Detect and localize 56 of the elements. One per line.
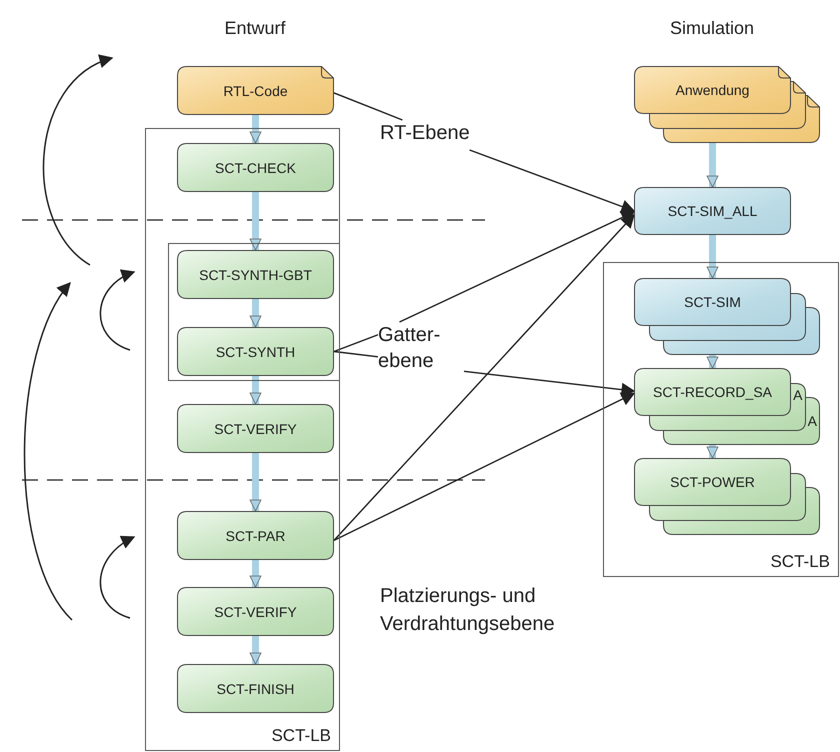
document-box (177, 66, 334, 115)
card-stack (634, 278, 820, 355)
arrow (464, 370, 636, 397)
leader-line (334, 92, 403, 121)
flow-arrow (250, 115, 262, 144)
document-stack (634, 66, 820, 143)
column-heading: Simulation (668, 17, 756, 40)
flow-arrow (250, 560, 262, 588)
arrow (399, 210, 636, 323)
group-frame (145, 128, 340, 751)
node-label: SCT-VERIFY (214, 420, 297, 436)
card-stack (634, 368, 820, 445)
leader-line (333, 334, 379, 358)
flow-arrow (250, 299, 262, 328)
flow-arrow (250, 636, 262, 664)
node-label: SCT-SIM (684, 294, 741, 310)
flow-arrow (706, 445, 718, 458)
subgroup-frame (168, 243, 340, 381)
node-label: Anwendung (676, 82, 750, 98)
group-frame (603, 262, 839, 577)
card-stack (634, 458, 820, 535)
node-label: SCT-PAR (226, 528, 286, 544)
process-box (177, 511, 334, 560)
process-box (177, 404, 334, 453)
arrow (469, 149, 636, 214)
process-box (177, 587, 334, 636)
node-label: SCT-RECORD_SA (652, 384, 772, 400)
node-label: RTL-Code (223, 82, 288, 98)
level-label: Platzierungs- und Verdrahtungsebene (380, 584, 556, 637)
node-label: A (808, 413, 817, 429)
flow-arrow (706, 355, 718, 368)
flow-arrow (250, 376, 262, 404)
process-box (177, 664, 334, 713)
frame-label: SCT-LB (770, 552, 830, 572)
process-box (177, 143, 334, 192)
node-label: SCT-VERIFY (214, 604, 297, 620)
node-label: SCT-SYNTH-GBT (199, 266, 312, 282)
process-box (177, 327, 334, 376)
node-label: SCT-CHECK (215, 160, 296, 176)
flow-arrow (250, 453, 262, 512)
column-heading: Entwurf (223, 17, 287, 40)
node-label: SCT-FINISH (216, 680, 294, 696)
level-label: RT-Ebene (380, 120, 492, 150)
simulation-box (634, 187, 791, 235)
flow-arrow (706, 235, 718, 278)
arrow (334, 392, 636, 542)
node-label: SCT-SYNTH (216, 344, 296, 360)
flow-arrow (706, 143, 718, 188)
level-label: Gatter- ebene (378, 322, 464, 380)
frame-label: SCT-LB (271, 726, 331, 746)
node-label: A (793, 386, 802, 402)
node-label: SCT-SIM_ALL (668, 203, 758, 219)
arrow (333, 214, 635, 541)
process-box (177, 250, 334, 299)
node-label: SCT-POWER (670, 474, 755, 490)
flow-arrow (250, 192, 262, 250)
